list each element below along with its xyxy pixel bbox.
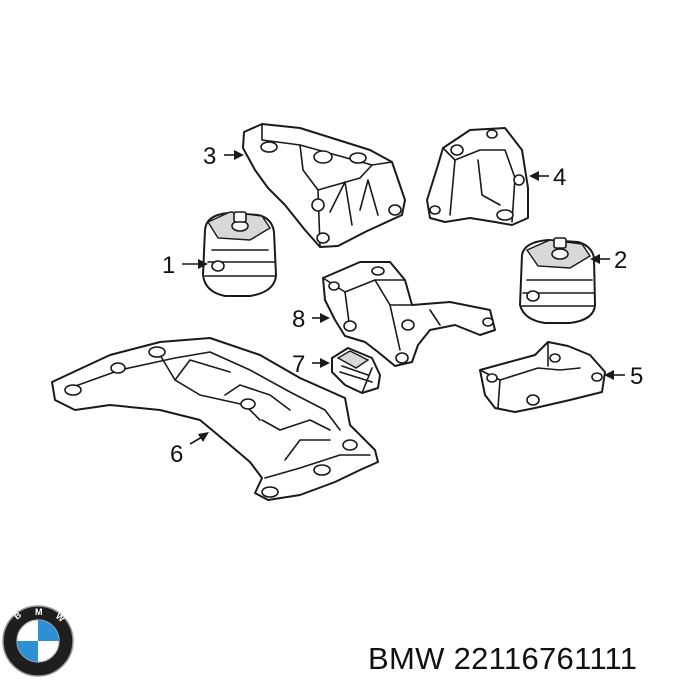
part-3-engine-bracket bbox=[242, 123, 406, 248]
callout-leaders bbox=[182, 150, 625, 445]
part-8-transmission-bracket bbox=[322, 261, 496, 367]
bmw-logo-icon: B M W bbox=[2, 605, 74, 677]
part-7-small-mount bbox=[331, 347, 381, 394]
callout-1: 1 bbox=[162, 252, 175, 279]
callout-4: 4 bbox=[553, 164, 566, 191]
part-1-engine-mount bbox=[202, 211, 277, 297]
part-5-bracket bbox=[479, 341, 606, 413]
part-4-bracket bbox=[426, 127, 529, 226]
callout-7: 7 bbox=[292, 351, 305, 378]
part-number-caption: BMW 22116761111 bbox=[368, 641, 637, 677]
callout-8: 8 bbox=[292, 306, 305, 333]
callout-6: 6 bbox=[170, 441, 183, 468]
part-number: 22116761111 bbox=[453, 641, 638, 676]
part-6-crossmember bbox=[51, 337, 379, 501]
svg-text:M: M bbox=[35, 607, 43, 617]
callout-2: 2 bbox=[614, 247, 627, 274]
callout-3: 3 bbox=[203, 143, 216, 170]
part-2-engine-mount bbox=[519, 237, 596, 324]
brand-name: BMW bbox=[368, 641, 445, 676]
callout-5: 5 bbox=[630, 363, 643, 390]
svg-text:B: B bbox=[12, 609, 24, 621]
